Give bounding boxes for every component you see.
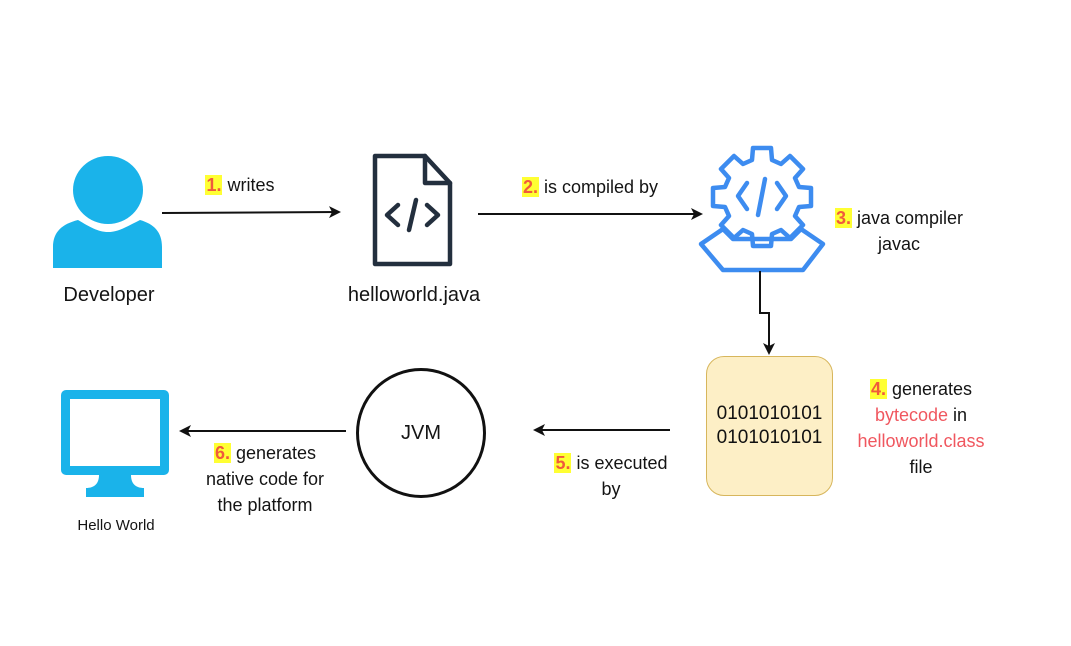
user-icon (53, 156, 162, 268)
step-6-text: generates (235, 443, 317, 463)
step-5-text: is executed (576, 453, 668, 473)
step-6-label: 6. generates native code for the platfor… (190, 440, 340, 518)
step-5-number: 5. (554, 453, 572, 473)
step-5-label: 5. is executed by (538, 450, 684, 502)
code-gear-icon (698, 145, 826, 273)
step-4-number: 4. (869, 379, 887, 399)
step-3-line-1: 3. java compiler (818, 205, 980, 231)
bytecode-term: bytecode (874, 405, 949, 425)
step-2-label: 2. is compiled by (500, 174, 680, 200)
bytecode-box: 0101010101 0101010101 (706, 356, 833, 496)
bytecode-line-2: 0101010101 (716, 427, 823, 448)
step-6-line-2: native code for (205, 469, 325, 489)
step-6-line-3: the platform (217, 495, 313, 515)
step-4-line-2: bytecode in (845, 402, 997, 428)
output-label: Hello World (77, 517, 155, 534)
step-6-line-1: 6. generates (190, 440, 340, 466)
step-5-line-2: by (601, 479, 621, 499)
step-2-number: 2. (521, 177, 539, 197)
step-1-text: writes (227, 175, 275, 195)
step-2-text: is compiled by (543, 177, 659, 197)
step-4-label: 4. generates bytecode in helloworld.clas… (845, 376, 997, 480)
step-1-label: 1. writes (190, 172, 290, 198)
developer-label: Developer (63, 284, 155, 306)
monitor-icon (61, 390, 169, 497)
step-4-line-1: 4. generates (845, 376, 997, 402)
arrow-writes (161, 206, 341, 219)
source-file-label: helloworld.java (347, 284, 481, 306)
code-file-icon (372, 153, 453, 267)
step-4-line-4: file (909, 457, 933, 477)
step-3-number: 3. (834, 208, 852, 228)
step-6-number: 6. (213, 443, 231, 463)
step-3-text: java compiler (856, 208, 964, 228)
step-1-number: 1. (205, 175, 223, 195)
jvm-label: JVM (401, 421, 441, 444)
step-5-line-1: 5. is executed (538, 450, 684, 476)
jvm-node: JVM (356, 368, 486, 498)
step-3-label: 3. java compiler javac (818, 205, 980, 257)
arrow-generates-bytecode (759, 271, 775, 355)
bytecode-line-1: 0101010101 (716, 403, 823, 424)
class-file-name: helloworld.class (857, 431, 985, 451)
step-4-in: in (948, 405, 968, 425)
step-4-text: generates (891, 379, 973, 399)
step-3-line-2: javac (877, 234, 921, 254)
